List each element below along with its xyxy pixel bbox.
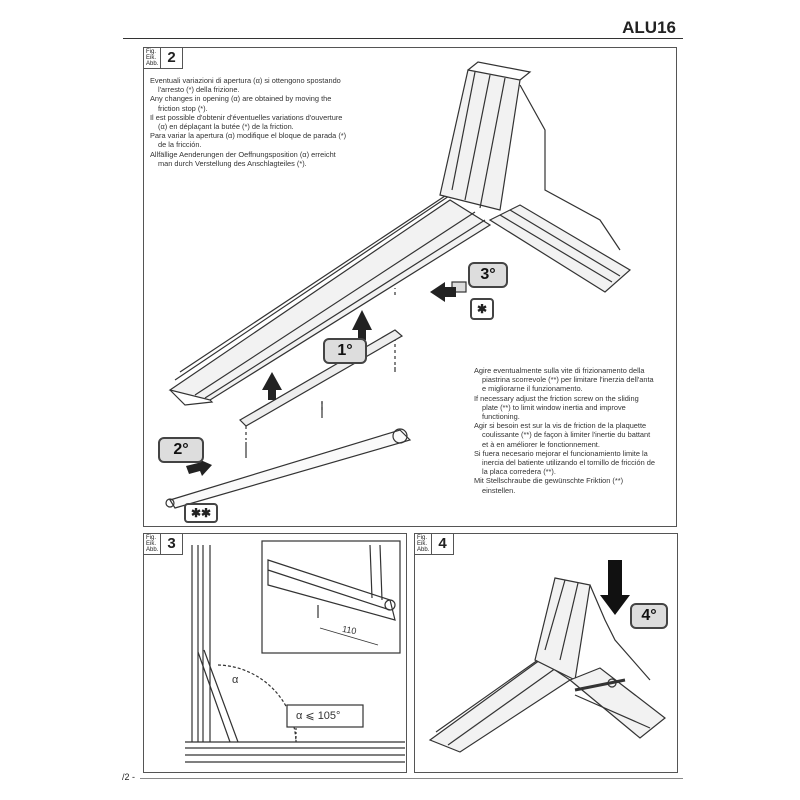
step-1-badge: 1° — [323, 338, 367, 364]
sliding-plate-marker: ✱✱ — [184, 503, 218, 523]
footer-rule — [140, 778, 683, 779]
figure-4-number: 4 — [432, 534, 454, 555]
step-4-badge: 4° — [630, 603, 668, 629]
page-number: /2 - — [122, 772, 136, 782]
figure-2-label: Fig.Eik.Abb. 2 — [144, 48, 183, 69]
step-2-badge: 2° — [158, 437, 204, 463]
alpha-label: α — [232, 674, 239, 686]
figure-2-number: 2 — [161, 48, 183, 69]
fig2-instructions-stop: Eventuali variazioni di apertura (α) si … — [150, 76, 347, 168]
figure-3-number: 3 — [161, 534, 183, 555]
figure-2-panel: Fig.Eik.Abb. 2 Eventuali variazioni di a… — [143, 47, 677, 527]
figure-label-languages: Fig.Eik.Abb. — [144, 534, 162, 555]
fig2-instructions-friction: Agire eventualmente sulla vite di frizio… — [474, 366, 655, 495]
header-rule — [123, 38, 683, 39]
document-title: ALU16 — [622, 18, 676, 37]
figure-label-languages: Fig.Eik.Abb. — [415, 534, 433, 555]
friction-stop-marker: ✱ — [470, 298, 494, 320]
figure-4-label: Fig.Eik.Abb. 4 — [415, 534, 454, 555]
figure-label-languages: Fig.Eik.Abb. — [144, 48, 162, 69]
max-angle-note: α ⩽ 105° — [296, 710, 341, 722]
step-3-badge: 3° — [468, 262, 508, 288]
figure-3-label: Fig.Eik.Abb. 3 — [144, 534, 183, 555]
